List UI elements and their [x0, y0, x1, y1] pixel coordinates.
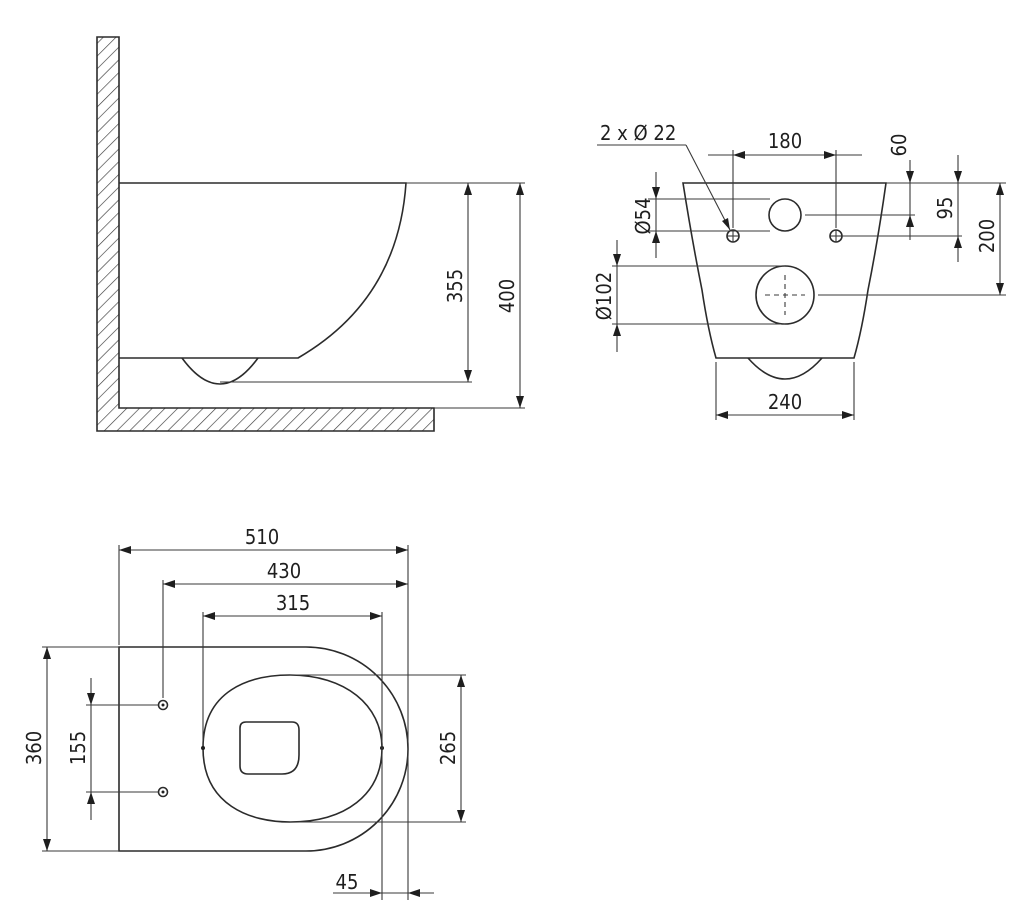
dim-360-label: 360: [22, 731, 46, 765]
top-fixing-hole-upper: [157, 699, 169, 711]
bowl-side-outline: [119, 182, 407, 359]
dim-d54-label: Ø54: [631, 197, 655, 234]
top-fixing-hole-lower: [157, 786, 169, 798]
fixing-hole-right: [829, 229, 843, 243]
dim-355-label: 355: [443, 269, 467, 303]
back-outlet-arc: [747, 357, 823, 380]
dim-45-label: 45: [336, 870, 359, 894]
dim-60-label: 60: [887, 134, 911, 157]
dim-265-label: 265: [436, 731, 460, 765]
dim-240-label: 240: [768, 390, 802, 414]
holes-label: 2 x Ø 22: [600, 121, 676, 145]
seat-outline: [202, 674, 383, 823]
dim-d102-label: Ø102: [592, 272, 616, 321]
dim-180-label: 180: [768, 129, 802, 153]
dim-400-label: 400: [495, 279, 519, 313]
top-view: 510 430 315 360 155 265: [22, 525, 466, 900]
dim-430-label: 430: [267, 559, 301, 583]
bowl-opening: [239, 721, 300, 775]
inlet-hole: [768, 198, 802, 232]
dim-315-label: 315: [276, 591, 310, 615]
dim-200-label: 200: [975, 219, 999, 253]
fixing-hole-left: [726, 229, 740, 243]
wall-floor-hatch: [96, 36, 435, 432]
dim-95-label: 95: [933, 197, 957, 220]
dim-510-label: 510: [245, 525, 279, 549]
outlet-arc: [181, 357, 259, 385]
back-view: 2 x Ø 22 180 60 95 200: [592, 121, 1006, 420]
dim-155-label: 155: [66, 731, 90, 765]
side-view: 355 400: [96, 36, 525, 432]
bowl-back-outline: [682, 182, 887, 359]
